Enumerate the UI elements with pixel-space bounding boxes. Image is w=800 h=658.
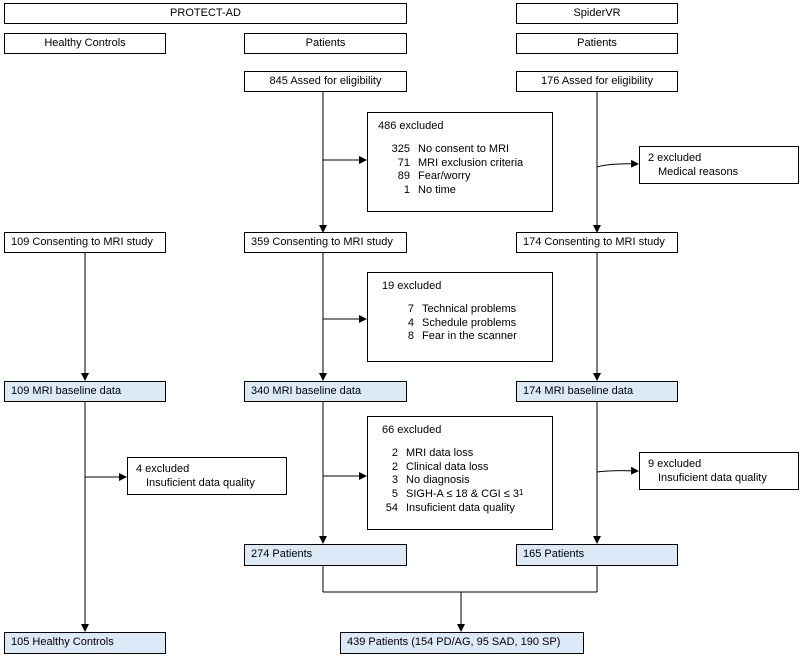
exclusion-box-2: 2 excluded Medical reasons — [639, 146, 799, 184]
group-healthy-controls: Healthy Controls — [4, 33, 166, 54]
header-protect-ad: PROTECT-AD — [4, 3, 407, 24]
eligibility-spider: 176 Assed for eligibility — [516, 71, 678, 92]
consent-spider: 174 Consenting to MRI study — [516, 232, 678, 253]
group-patients-protect: Patients — [244, 33, 407, 54]
baseline-protect: 340 MRI baseline data — [244, 381, 407, 402]
exclusion-title: 19 excluded — [382, 280, 442, 292]
exclusion-title: 486 excluded — [378, 120, 444, 132]
exclusion-title: 4 excluded — [136, 463, 190, 475]
group-patients-spider: Patients — [516, 33, 678, 54]
header-spidervr: SpiderVR — [516, 3, 678, 24]
consent-protect: 359 Consenting to MRI study — [244, 232, 407, 253]
exclusion-reason: Insuficient data quality — [658, 471, 767, 484]
exclusion-reason: Insuficient data quality — [146, 476, 255, 489]
consent-hc: 109 Consenting to MRI study — [4, 232, 166, 253]
baseline-spider: 174 MRI baseline data — [516, 381, 678, 402]
eligibility-protect: 845 Assed for eligibility — [244, 71, 407, 92]
exclusion-title: 66 excluded — [382, 424, 442, 436]
exclusion-box-4: 4 excluded Insuficient data quality — [127, 457, 287, 495]
final-patients: 439 Patients (154 PD/AG, 95 SAD, 190 SP) — [340, 632, 584, 654]
exclusion-title: 9 excluded — [648, 458, 702, 470]
final-healthy-controls: 105 Healthy Controls — [4, 632, 166, 654]
exclusion-box-9: 9 excluded Insuficient data quality — [639, 452, 799, 490]
baseline-hc: 109 MRI baseline data — [4, 381, 166, 402]
exclusion-title: 2 excluded — [648, 152, 702, 164]
arrow-to-excl-2 — [596, 159, 639, 168]
arrow-to-excl-9 — [596, 466, 639, 475]
exclusion-reason: Medical reasons — [658, 165, 739, 178]
patients-spider: 165 Patients — [516, 544, 678, 566]
patients-protect: 274 Patients — [244, 544, 407, 566]
footnote-marker: 1 — [518, 488, 524, 497]
